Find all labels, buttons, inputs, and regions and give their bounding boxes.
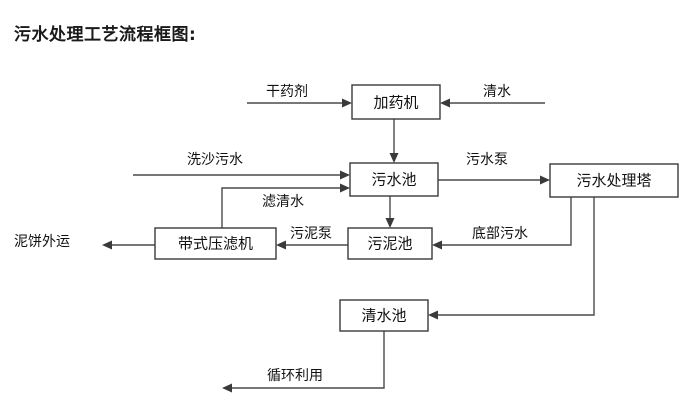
edge-labels-layer: 干药剂 清水 洗沙污水 滤清水 污水泵 污泥泵 底部污水 循环利用 [187, 84, 528, 384]
arrow-head-ganyaoji [342, 98, 352, 108]
node-daishiyaluji[interactable]: 带式压滤机 [154, 227, 277, 260]
edge-label-ganyaoji: 干药剂 [266, 84, 308, 100]
arrow-head-xishawushui [340, 170, 350, 180]
arrow-head-nibingwaiyun [102, 240, 112, 250]
edge-qingshui-to-jiayaoji [440, 98, 545, 108]
edge-qingshuichi-to-xunhuanliyong [222, 331, 385, 393]
arrow-head-wunibeng [276, 240, 286, 250]
node-wushuita[interactable]: 污水处理塔 [549, 163, 679, 198]
arrow-head-qingshui [440, 98, 450, 108]
edge-wushuita-to-wunichi [432, 197, 572, 250]
arrow-head-wushuichi-down [385, 218, 395, 228]
arrow-head-wushuibeng [540, 175, 550, 185]
node-qingshuichi[interactable]: 清水池 [339, 299, 429, 332]
node-box-daishiyaluji[interactable] [154, 227, 277, 260]
arrow-head-qingshuichi-in [428, 310, 438, 320]
node-jiayaoji[interactable]: 加药机 [351, 84, 441, 120]
edge-wushuichi-to-wunichi [385, 196, 395, 228]
terminal-labels-layer: 泥饼外运 [14, 234, 70, 250]
arrow-head-jiayaoji-down [389, 153, 399, 163]
node-label-daishiyaluji: 带式压滤机 [178, 235, 253, 253]
node-box-jiayaoji[interactable] [351, 84, 441, 120]
node-label-jiayaoji: 加药机 [373, 94, 418, 112]
node-box-qingshuichi[interactable] [339, 299, 429, 332]
edge-label-wushuibeng: 污水泵 [466, 152, 508, 168]
edges-layer [102, 98, 595, 393]
node-box-wushuita[interactable] [549, 163, 679, 198]
edge-ganyaoji-to-jiayaoji [247, 98, 352, 108]
edge-xishawushui-to-wushuichi [133, 170, 350, 180]
edge-lvqingshui-to-wushuichi [221, 183, 350, 228]
node-box-wunichi[interactable] [347, 227, 433, 260]
edge-wunichi-to-daishi [276, 240, 348, 250]
nodes-layer: 加药机 污水池 污水处理塔 带式压滤机 污泥池 清水池 [154, 84, 679, 332]
arrow-head-lvqingshui [340, 183, 350, 193]
node-label-wunichi: 污泥池 [367, 235, 412, 253]
edge-label-lvqingshui: 滤清水 [262, 194, 304, 210]
edge-line-lvqingshui [221, 187, 344, 228]
arrow-head-dibuwushui [432, 240, 442, 250]
terminal-label-nibingwaiyun: 泥饼外运 [14, 234, 70, 250]
node-box-wushuichi[interactable] [349, 162, 439, 197]
edge-wushuita-to-qingshuichi [428, 197, 595, 320]
node-label-wushuichi: 污水池 [371, 171, 416, 189]
edge-line-wushuita-to-qingshuichi [434, 197, 595, 316]
edge-label-wunibeng: 污泥泵 [290, 226, 332, 242]
node-label-wushuita: 污水处理塔 [576, 172, 651, 190]
edge-label-xunhuanliyong: 循环利用 [267, 368, 323, 384]
edge-jiayaoji-to-wushuichi [389, 119, 399, 163]
node-label-qingshuichi: 清水池 [361, 307, 406, 325]
edge-daishi-to-nibingwaiyun [102, 240, 155, 250]
page-title: 污水处理工艺流程框图: [14, 25, 197, 45]
arrow-head-xunhuanliyong [222, 383, 232, 393]
edge-label-qingshui: 清水 [483, 84, 511, 100]
node-wunichi[interactable]: 污泥池 [347, 227, 433, 260]
edge-wushuichi-to-wushuita [438, 175, 550, 185]
edge-label-dibuwushui: 底部污水 [472, 226, 528, 242]
edge-label-xishawushui: 洗沙污水 [187, 152, 243, 168]
node-wushuichi[interactable]: 污水池 [349, 162, 439, 197]
edge-line-dibuwushui [438, 197, 572, 246]
edge-line-xunhuanliyong [228, 331, 385, 389]
